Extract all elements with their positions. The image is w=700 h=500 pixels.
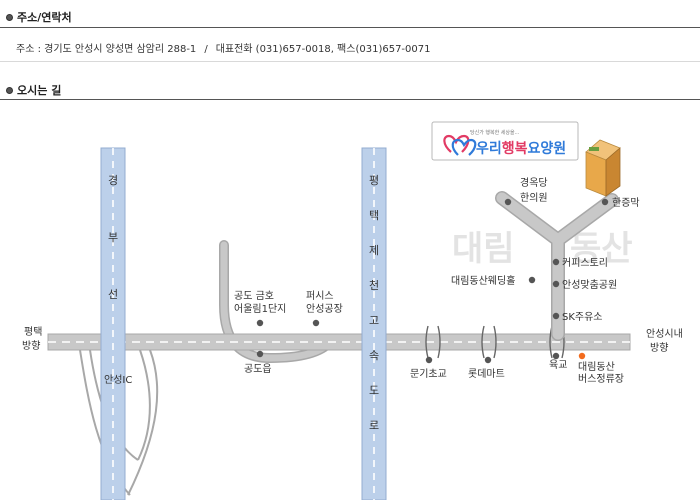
landmark-markers [256, 198, 609, 364]
label-sk-station: SK주유소 [562, 311, 603, 323]
facility-name-part3: 요양원 [528, 141, 567, 157]
gyeongbu-label-char: 부 [108, 231, 118, 244]
pyeongtaek-label-char: 제 [369, 244, 379, 257]
marker-clinic [504, 198, 512, 206]
facility-name: 우리행복요양원 [476, 141, 566, 157]
label-hanjeungmak: 한증막 [612, 197, 640, 209]
label-mungi-school: 문기초교 [410, 368, 447, 380]
gyeongbu-label-char: 경 [108, 174, 118, 187]
phone-fax-text: 대표전화 (031)657-0018, 팩스(031)657-0071 [215, 44, 431, 55]
label-gongdo-apt-2: 어울림1단지 [234, 303, 286, 315]
directions-divider [0, 99, 700, 100]
marker-coffee-story [552, 258, 560, 266]
label-clinic-2: 한의원 [520, 192, 548, 204]
label-anseong-park: 안성맞춤공원 [562, 279, 617, 291]
directions-title-text: 오시는 길 [17, 84, 62, 97]
gyeongbu-label-char: 선 [108, 288, 118, 301]
marker-gongdo-apt [256, 319, 264, 327]
contact-divider [0, 27, 700, 28]
watermark-daerim: 대림 [452, 229, 515, 269]
label-east-2: 방향 [650, 342, 668, 354]
marker-anseong-park [552, 280, 560, 288]
label-clinic-1: 경옥당 [520, 176, 548, 189]
pyeongtaek-label-char: 속 [369, 349, 379, 362]
address-divider [0, 61, 700, 62]
bullet-icon [6, 86, 13, 94]
map-labels: 평택 방향 안성시내 방향 안성IC 공도 금호 어울림1단지 퍼시스 안성공장… [22, 176, 683, 386]
pyeongtaek-label-char: 고 [369, 314, 379, 327]
directions-section-title: 오시는 길 [6, 82, 61, 98]
contact-section-title: 주소/연락처 [6, 9, 72, 25]
pyeongtaek-label-char: 택 [369, 209, 379, 222]
pyeongtaek-label-char: 로 [369, 419, 379, 432]
label-anseong-ic: 안성IC [104, 374, 132, 386]
label-lotte-mart: 롯데마트 [468, 368, 505, 380]
marker-sk-station [552, 312, 560, 320]
pyeongtaek-label-char: 천 [369, 278, 379, 292]
pyeongtaek-jecheon-expressway [361, 147, 387, 500]
label-east-1: 안성시내 [646, 328, 683, 340]
facility-building-icon [585, 139, 621, 197]
pyeongtaek-label-char: 도 [369, 384, 379, 397]
address-line: 주소 : 경기도 안성시 양성면 삼암리 288-1 / 대표전화 (031)657… [16, 40, 431, 55]
pyeongtaek-label-char: 평 [369, 174, 379, 187]
facility-name-part1: 우리 [476, 141, 502, 157]
watermark-dongsan: 동산 [570, 229, 633, 269]
label-gongdo-apt-1: 공도 금호 [234, 290, 274, 302]
label-yukgyo: 육교 [549, 359, 567, 371]
bullet-icon [6, 13, 13, 21]
y-junction-road [495, 191, 619, 341]
marker-bus-stop [578, 352, 586, 360]
marker-wedding-hall [528, 276, 536, 284]
marker-yukgyo [552, 352, 560, 360]
label-bus-stop-2: 버스정류장 [578, 373, 624, 385]
label-gongdo-eup: 공도읍 [244, 363, 272, 375]
marker-gongdo-eup [256, 350, 264, 358]
gongdo-loop-road [219, 240, 335, 364]
facility-tagline: 당신가 행복한 세상을... [470, 129, 520, 136]
marker-pierce [312, 319, 320, 327]
label-pierce-1: 퍼시스 [306, 290, 334, 302]
gyeongbu-expressway-label: 경부선 [108, 174, 118, 301]
marker-mungi-school [425, 356, 433, 364]
label-west-1: 평택 [24, 326, 42, 338]
marker-lotte-mart [484, 356, 492, 364]
gyeongbu-expressway [100, 147, 126, 500]
label-bus-stop-1: 대림동산 [578, 361, 615, 373]
address-separator: / [204, 44, 208, 55]
marker-hanjeungmak [601, 198, 609, 206]
address-text: 주소 : 경기도 안성시 양성면 삼암리 288-1 [16, 44, 197, 55]
main-road [47, 333, 631, 351]
label-west-2: 방향 [22, 340, 40, 352]
label-wedding-hall: 대림동산웨딩홀 [451, 274, 515, 287]
facility-sign: 당신가 행복한 세상을... 우리행복요양원 [431, 121, 579, 161]
label-coffee-story: 커피스토리 [562, 257, 608, 269]
facility-name-part2: 행복 [502, 141, 528, 157]
contact-title-text: 주소/연락처 [17, 11, 72, 24]
label-pierce-2: 안성공장 [306, 303, 343, 315]
